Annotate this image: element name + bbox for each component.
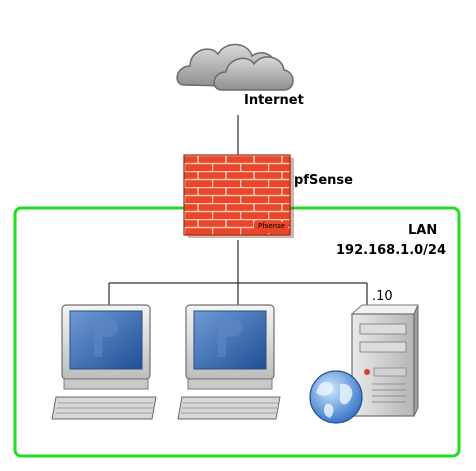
workstation-icon	[51, 304, 157, 420]
internet-label: Internet	[244, 93, 304, 108]
lan-label: LAN	[408, 223, 438, 238]
workstation-icon	[177, 304, 281, 420]
firewall-brand-mark: Pfsense	[258, 222, 286, 230]
cloud-icon	[176, 43, 294, 91]
lan-subnet: 192.168.1.0/24	[336, 243, 447, 258]
server-host-suffix: .10	[372, 289, 393, 304]
globe-icon	[309, 370, 363, 424]
firewall-label: pfSense	[294, 173, 353, 188]
firewall-icon	[183, 154, 294, 238]
